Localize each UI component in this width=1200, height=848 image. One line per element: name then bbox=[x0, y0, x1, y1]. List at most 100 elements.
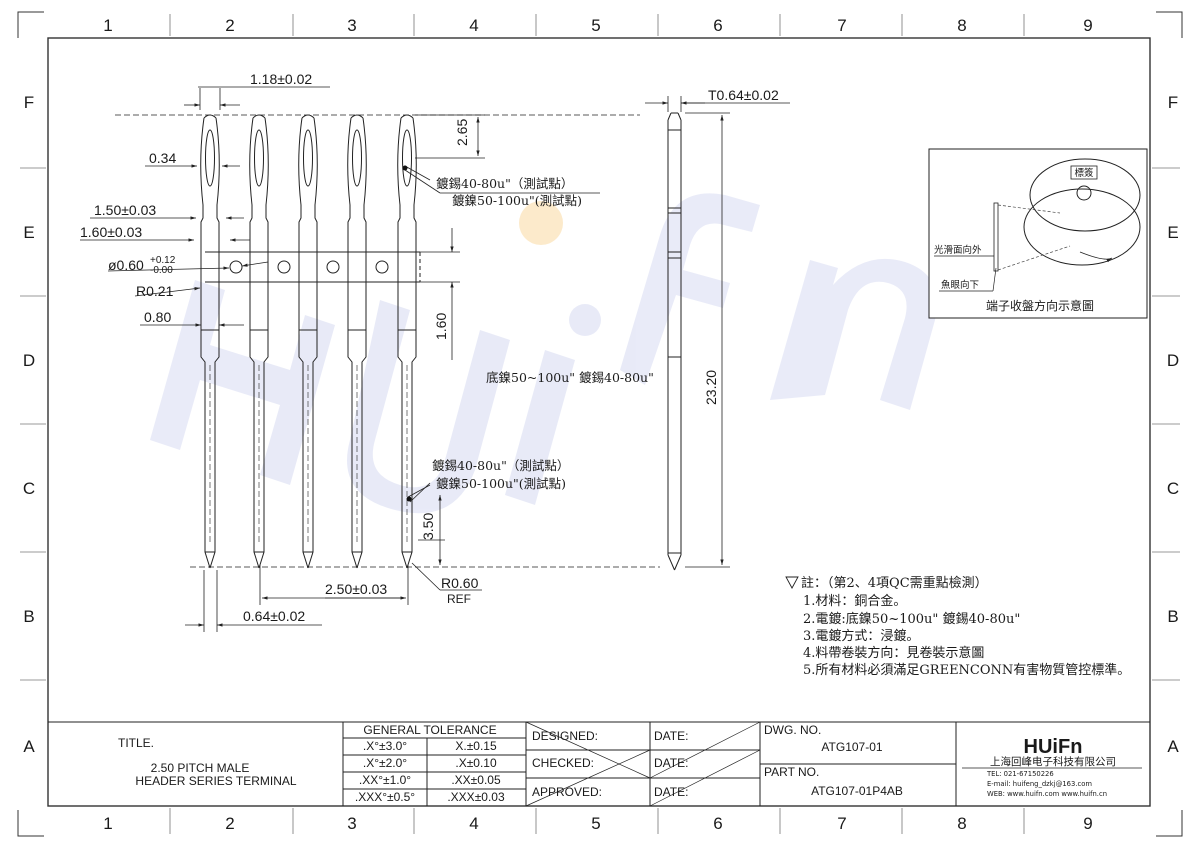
dwg-no: ATG107-01 bbox=[821, 740, 882, 754]
tol-angle-3: .XXX°±0.5° bbox=[355, 790, 415, 804]
dim-head-length: 2.65 bbox=[454, 119, 470, 146]
dimension-texts: 1.18±0.02 0.34 2.65 1.50±0.03 1.60±0.03 … bbox=[80, 71, 479, 624]
company-logo: HUiFn bbox=[1024, 736, 1083, 758]
col-label: 9 bbox=[1083, 16, 1092, 35]
watermark-dot bbox=[519, 201, 563, 245]
title-label: TITLE. bbox=[118, 736, 154, 750]
reel-label-tag: 標簽 bbox=[1074, 167, 1094, 179]
row-label: E bbox=[23, 223, 34, 242]
terminal-pins bbox=[200, 114, 417, 569]
col-label: 7 bbox=[837, 814, 846, 833]
company-block: HUiFn 上海回峰电子科技有限公司 TEL: 021-67150226 E-m… bbox=[962, 736, 1142, 798]
drawing-frame bbox=[17, 11, 1183, 837]
row-label: D bbox=[23, 351, 35, 370]
dim-pin-thickness: 0.64±0.02 bbox=[243, 608, 305, 624]
tol-angle-1: .X°±2.0° bbox=[363, 756, 407, 770]
approved-label: APPROVED: bbox=[532, 785, 602, 799]
company-name: 上海回峰电子科技有限公司 bbox=[990, 755, 1116, 768]
side-view-dimensions bbox=[645, 96, 790, 568]
note-item: 2.電鍍:底鎳50~100u" 鍍錫40-80u" bbox=[803, 611, 1020, 627]
dim-slot-width: 0.34 bbox=[149, 150, 176, 166]
title-line-1: 2.50 PITCH MALE bbox=[151, 761, 250, 775]
notes: 註：（第2、4項QC需重點檢測） 1.材料：銅合金。 2.電鍍:底鎳50~100… bbox=[785, 575, 1130, 678]
title-line-2: HEADER SERIES TERMINAL bbox=[135, 774, 296, 788]
tol-linear-0: X.±0.15 bbox=[455, 739, 497, 753]
tol-linear-2: .XX±0.05 bbox=[451, 773, 501, 787]
tolerance-header: GENERAL TOLERANCE bbox=[363, 723, 496, 737]
col-label: 2 bbox=[225, 814, 234, 833]
reel-caption: 端子收盤方向示意圖 bbox=[986, 298, 1094, 313]
dim-tip-length: 3.50 bbox=[420, 513, 436, 540]
plating-tin-test-2: 鍍錫40-80u"（測試點） bbox=[432, 458, 569, 473]
dim-ref: REF bbox=[447, 592, 471, 606]
dim-radius: R0.21 bbox=[136, 283, 174, 299]
designed-label: DESIGNED: bbox=[532, 729, 598, 743]
note-item: 1.材料：銅合金。 bbox=[803, 593, 906, 609]
part-no-label: PART NO. bbox=[764, 765, 819, 779]
dim-width-head: 1.18±0.02 bbox=[250, 71, 312, 87]
reel-diagram: 標簽 光滑面向外 魚眼向下 端子收盤方向示意圖 bbox=[928, 148, 1148, 319]
row-label: B bbox=[1167, 607, 1178, 626]
test-point-marker bbox=[406, 496, 412, 502]
terminal-pin bbox=[347, 114, 367, 569]
col-label: 5 bbox=[591, 814, 600, 833]
col-label: 3 bbox=[347, 814, 356, 833]
terminal-pin bbox=[249, 114, 269, 569]
part-no: ATG107-01P4AB bbox=[811, 784, 903, 798]
row-label: F bbox=[24, 93, 34, 112]
row-label: B bbox=[23, 607, 34, 626]
col-label: 6 bbox=[713, 16, 722, 35]
terminal-pin bbox=[200, 114, 220, 569]
company-email: E-mail: huifeng_dzkj@163.com bbox=[987, 780, 1092, 788]
zone-labels: 1 2 3 4 5 6 7 8 9 1 2 3 4 5 6 7 8 9 F E … bbox=[23, 16, 1179, 833]
dim-hole-tol-plus: +0.12 bbox=[150, 255, 176, 266]
plating-nickel-test-1: 鍍鎳50-100u"(測試點) bbox=[452, 193, 582, 208]
title-block bbox=[48, 721, 1150, 807]
date-label: DATE: bbox=[654, 785, 688, 799]
notes-header: 註：（第2、4項QC需重點檢測） bbox=[801, 575, 988, 591]
reel-smooth-side: 光滑面向外 bbox=[934, 244, 982, 256]
dim-tip-radius: R0.60 bbox=[441, 575, 479, 591]
row-label: C bbox=[23, 479, 35, 498]
col-label: 8 bbox=[957, 16, 966, 35]
tol-angle-0: .X°±3.0° bbox=[363, 739, 407, 753]
dwg-no-label: DWG. NO. bbox=[764, 723, 821, 737]
watermark bbox=[150, 193, 937, 514]
col-label: 5 bbox=[591, 16, 600, 35]
plating-nickel-test-2: 鍍鎳50-100u"(測試點) bbox=[436, 476, 566, 491]
row-label: C bbox=[1167, 479, 1179, 498]
plating-body: 底鎳50~100u" 鍍錫40-80u" bbox=[486, 370, 654, 385]
row-label: E bbox=[1167, 223, 1178, 242]
col-label: 8 bbox=[957, 814, 966, 833]
dim-hole-diameter: ø0.60 bbox=[108, 257, 144, 273]
company-tel: TEL: 021-67150226 bbox=[986, 770, 1054, 778]
company-web: WEB: www.huifn.com www.huifn.cn bbox=[987, 790, 1107, 798]
dimension-lines bbox=[80, 86, 660, 632]
side-view-pin bbox=[667, 112, 682, 571]
dim-pitch: 2.50±0.03 bbox=[325, 581, 387, 597]
col-label: 2 bbox=[225, 16, 234, 35]
note-item: 4.料帶卷裝方向：見卷裝示意圖 bbox=[803, 645, 984, 661]
col-label: 4 bbox=[469, 16, 478, 35]
col-label: 4 bbox=[469, 814, 478, 833]
note-item: 3.電鍍方式：浸鍍。 bbox=[803, 628, 919, 644]
col-label: 1 bbox=[103, 814, 112, 833]
row-label: A bbox=[1167, 737, 1179, 756]
test-point-marker bbox=[402, 165, 408, 171]
plating-callouts: 鍍錫40-80u"（測試點） 鍍鎳50-100u"(測試點) 底鎳50~100u… bbox=[432, 176, 654, 491]
col-label: 7 bbox=[837, 16, 846, 35]
dim-pin-width: 0.80 bbox=[144, 309, 171, 325]
col-label: 1 bbox=[103, 16, 112, 35]
dim-thickness: T0.64±0.02 bbox=[708, 87, 779, 103]
note-item: 5.所有材料必須滿足GREENCONN有害物質管控標準。 bbox=[803, 662, 1130, 678]
tol-linear-3: .XXX±0.03 bbox=[447, 790, 505, 804]
row-label: A bbox=[23, 737, 35, 756]
carrier-strip bbox=[205, 251, 421, 283]
col-label: 3 bbox=[347, 16, 356, 35]
checked-label: CHECKED: bbox=[532, 756, 594, 770]
terminal-pin bbox=[298, 114, 318, 569]
title-block-texts: TITLE. 2.50 PITCH MALE HEADER SERIES TER… bbox=[118, 723, 903, 804]
dim-total-length: 23.20 bbox=[703, 370, 719, 405]
dim-hole-tol-minus: -0.00 bbox=[150, 265, 173, 276]
note-triangle-icon bbox=[785, 576, 799, 589]
